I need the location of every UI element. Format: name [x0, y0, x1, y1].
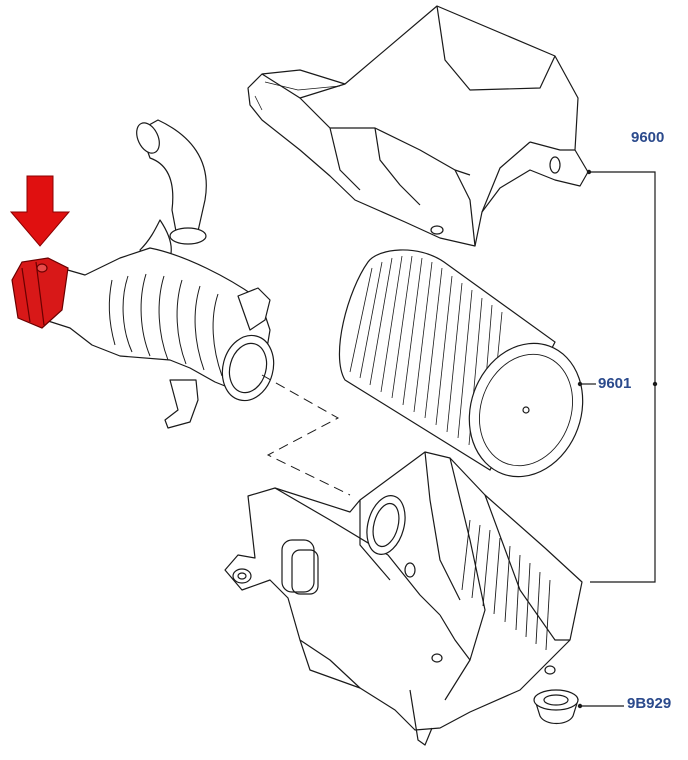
leader-dots [577, 169, 658, 709]
part-label-cover: 9600 [631, 129, 665, 146]
air-filter-element [338, 249, 584, 478]
leader-lines [580, 171, 656, 707]
highlighted-hose-clamp [11, 257, 69, 329]
part-label-filter: 9601 [598, 375, 632, 392]
assembly-dashed-line [261, 374, 351, 496]
grommet [533, 689, 579, 725]
intake-duct [39, 119, 275, 429]
air-box-housing [224, 451, 583, 746]
air-box-cover [247, 5, 589, 247]
down-arrow-icon [9, 175, 71, 247]
part-label-grommet: 9B929 [627, 695, 672, 712]
